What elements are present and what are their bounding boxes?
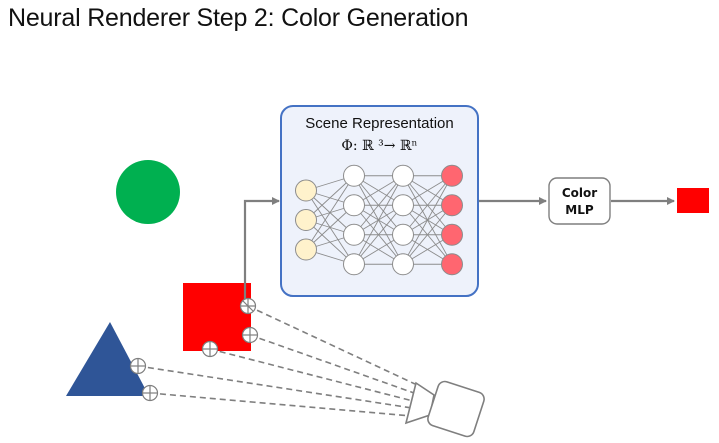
blue-triangle-object <box>66 322 149 396</box>
sample-points <box>129 297 259 402</box>
network-node-hidden <box>392 253 414 276</box>
input-arrow <box>243 197 280 299</box>
scene-representation-title: Scene Representation <box>305 115 453 132</box>
green-circle-object <box>116 160 180 224</box>
network-edge <box>353 175 404 236</box>
camera-ray <box>209 348 414 402</box>
sample-point-icon <box>129 357 147 375</box>
network-edge <box>353 204 404 265</box>
sample-point-icon <box>141 384 159 402</box>
network-node-hidden <box>343 223 365 246</box>
network-edge <box>402 204 453 265</box>
network-node-hidden <box>392 223 414 246</box>
network-node-output <box>441 223 463 246</box>
network-node-hidden <box>392 164 414 187</box>
network-node-input <box>295 238 317 261</box>
network-edge <box>402 175 453 265</box>
camera-ray <box>249 334 415 394</box>
network-node-hidden <box>343 194 365 217</box>
network-node-output <box>441 194 463 217</box>
sample-point-icon <box>239 297 257 315</box>
network-node-input <box>295 209 317 231</box>
network-node-output <box>441 164 463 187</box>
network-edge <box>402 175 453 236</box>
color-mlp-label-line1: Color <box>562 186 597 200</box>
network-node-output <box>441 253 463 276</box>
network-node-hidden <box>392 194 414 217</box>
camera-ray <box>137 365 413 409</box>
network-node-input <box>295 179 317 202</box>
camera-rays <box>137 305 416 417</box>
sample-point-icon <box>201 340 219 358</box>
red-square-object <box>183 283 251 351</box>
sample-point-icon <box>241 326 259 344</box>
output-pixel <box>677 188 709 213</box>
color-mlp-label-line2: MLP <box>565 203 594 217</box>
network-node-hidden <box>343 253 365 276</box>
network-edge <box>353 175 404 265</box>
color-mlp-box: Color MLP <box>548 177 611 225</box>
camera-ray <box>247 305 416 385</box>
page-title: Neural Renderer Step 2: Color Generation <box>8 4 469 32</box>
camera-icon <box>404 380 485 438</box>
network-edge <box>305 175 355 250</box>
network-node-hidden <box>343 164 365 187</box>
scene-representation-formula: Φ: ℝ ³→ ℝⁿ <box>341 138 417 154</box>
network-nodes <box>295 164 463 276</box>
camera-ray <box>149 392 412 417</box>
